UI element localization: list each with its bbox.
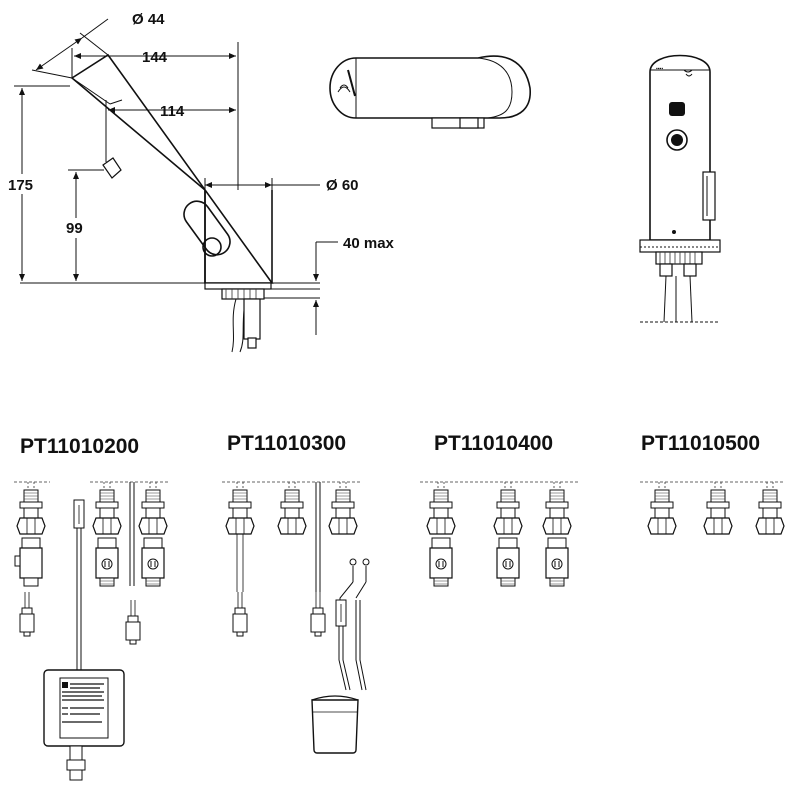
brand-logo-text: ▪▪▪▪ bbox=[656, 66, 663, 72]
dim-height-sensor-label: 99 bbox=[66, 220, 83, 237]
model-pt11010300-components bbox=[222, 481, 370, 754]
brand-mark-icon bbox=[337, 69, 356, 97]
dim-width-overall-label: 144 bbox=[142, 49, 168, 66]
dim-spout-diameter-label: Ø 44 bbox=[132, 11, 165, 28]
sensor-window-icon bbox=[669, 102, 685, 116]
model-code-pt11010300: PT11010300 bbox=[227, 432, 346, 455]
model-pt11010200-components bbox=[14, 482, 170, 781]
top-view-faucet-drawing bbox=[329, 55, 531, 129]
model-code-pt11010200: PT11010200 bbox=[20, 435, 139, 458]
dim-height-total-label: 175 bbox=[8, 177, 33, 194]
dim-base-diameter-label: Ø 60 bbox=[326, 177, 359, 194]
dim-deck-thickness-label: 40 max bbox=[343, 235, 395, 252]
front-view-faucet-drawing: ▪▪▪▪ bbox=[639, 54, 721, 323]
side-view-faucet-drawing: Ø 44 144 114 Ø 60 175 99 40 max bbox=[8, 11, 395, 353]
model-pt11010400-components bbox=[420, 482, 580, 586]
model-code-pt11010500: PT11010500 bbox=[641, 432, 760, 455]
dim-width-sensor-label: 114 bbox=[160, 103, 185, 120]
model-pt11010500-components bbox=[640, 481, 785, 535]
model-code-pt11010400: PT11010400 bbox=[434, 432, 553, 455]
